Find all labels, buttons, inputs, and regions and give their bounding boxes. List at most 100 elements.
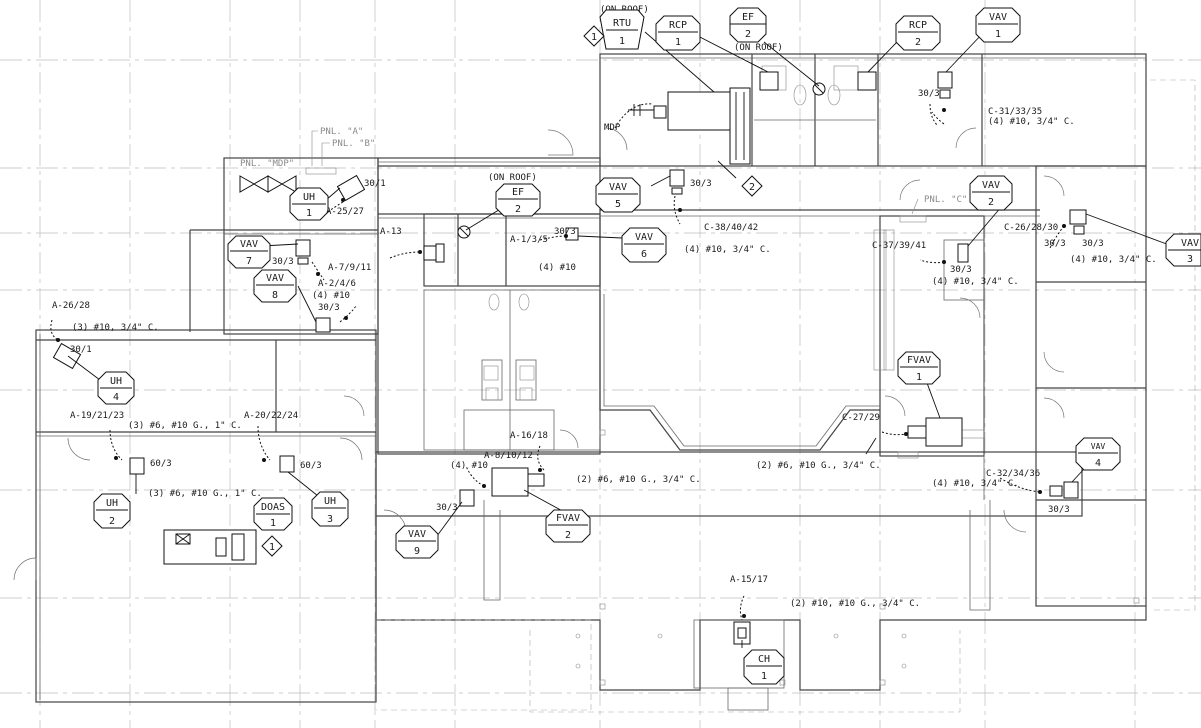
uh-1-type: UH bbox=[303, 192, 315, 203]
tag-ef-2-mid: (ON ROOF) EF 2 bbox=[488, 173, 541, 217]
vav-3-num: 3 bbox=[1187, 254, 1193, 265]
rcp-1-type: RCP bbox=[669, 20, 687, 31]
tag-vav-9: VAV 9 bbox=[395, 525, 439, 559]
column-markers bbox=[575, 429, 1140, 686]
vav-2-num: 2 bbox=[988, 197, 994, 208]
wire-fvav2: (2) #6, #10 G., 3/4" C. bbox=[576, 475, 701, 485]
rcp-2-type: RCP bbox=[909, 20, 927, 31]
rcp-2-num: 2 bbox=[915, 37, 921, 48]
rating-vav5: 30/3 bbox=[690, 179, 712, 189]
wire-c-38: (4) #10, 3/4" C. bbox=[684, 245, 771, 255]
tag-uh-2: UH 2 bbox=[93, 493, 131, 529]
tag-fvav-2: FVAV 2 bbox=[545, 509, 591, 543]
ef-2-top-note: (ON ROOF) bbox=[734, 43, 783, 53]
tag-vav-6: VAV 6 bbox=[621, 227, 667, 263]
fvav-1-type: FVAV bbox=[907, 355, 931, 366]
ch-1-num: 1 bbox=[761, 671, 767, 682]
rtu-unit bbox=[667, 91, 739, 131]
mdp-tag: MDP bbox=[604, 123, 621, 133]
circuit-a-1-3-5: A-1/3/5 bbox=[510, 235, 548, 245]
keynote-1-doas: 1 bbox=[261, 535, 283, 557]
keynote-2-num: 2 bbox=[749, 182, 755, 193]
circuit-labels: A-25/27 A-13 A-1/3/5 C-38/40/42 C-31/33/… bbox=[52, 107, 1058, 585]
wire-vav1: (4) #10, 3/4" C. bbox=[988, 117, 1075, 127]
circuit-a-13: A-13 bbox=[380, 227, 402, 237]
circuit-a-8-10-12: A-8/10/12 bbox=[484, 451, 533, 461]
circuit-c-37-39-41: C-37/39/41 bbox=[872, 241, 926, 251]
circuit-c-26-28-30: C-26/28/30 bbox=[1004, 223, 1058, 233]
vav-9-type: VAV bbox=[408, 529, 426, 540]
fvav-2-type: FVAV bbox=[556, 513, 580, 524]
wire-ch1: (2) #10, #10 G., 3/4" C. bbox=[790, 599, 920, 609]
door-swings bbox=[13, 127, 1065, 711]
wire-vav3: (4) #10, 3/4" C. bbox=[1070, 255, 1157, 265]
fvav-1-unit bbox=[925, 417, 963, 447]
panel-labels: PNL. "MDP" PNL. "A" PNL. "B" PNL. "C" MD… bbox=[240, 123, 967, 215]
ef-2-top-num: 2 bbox=[745, 29, 751, 40]
vav-4-type: VAV bbox=[1091, 442, 1106, 451]
tag-vav-4: VAV 4 bbox=[1075, 437, 1121, 471]
equipment bbox=[50, 71, 1087, 645]
ef-2-mid-type: EF bbox=[512, 187, 524, 198]
pnl-mdp-label: PNL. "MDP" bbox=[240, 159, 294, 169]
fvav-2-num: 2 bbox=[565, 530, 571, 541]
wire-uh4: (3) #10, 3/4" C. bbox=[72, 323, 159, 333]
circuit-a-19-21-23: A-19/21/23 bbox=[70, 411, 124, 421]
rating-uh4: 30/1 bbox=[70, 345, 92, 355]
vav-1-num: 1 bbox=[995, 29, 1001, 40]
wire-uh2: (3) #6, #10 G., 1" C. bbox=[128, 421, 242, 431]
keynote-1-top: 1 bbox=[583, 25, 605, 47]
ef-2-mid-note: (ON ROOF) bbox=[488, 173, 537, 183]
keynote-1-doas-num: 1 bbox=[269, 542, 275, 553]
rcp-1-unit bbox=[759, 71, 779, 91]
doas-1-num: 1 bbox=[270, 518, 276, 529]
rcp-1-num: 1 bbox=[675, 37, 681, 48]
tag-uh-1: UH 1 bbox=[289, 187, 329, 221]
rating-vav6: 30/3 bbox=[554, 227, 576, 237]
ef-2-top-type: EF bbox=[742, 12, 754, 23]
uh-1-num: 1 bbox=[306, 208, 312, 219]
vav-6-type: VAV bbox=[635, 232, 653, 243]
vav-5-num: 5 bbox=[615, 199, 621, 210]
rating-labels: 30/1 30/3 30/3 30/3 30/3 30/3 30/3 30/1 … bbox=[70, 89, 1104, 515]
tag-ef-2-top: EF 2 (ON ROOF) bbox=[729, 7, 783, 53]
circuit-c-32-34-36: C-32/34/36 bbox=[986, 469, 1040, 479]
wire-vav2: (4) #10, 3/4" C. bbox=[932, 277, 1019, 287]
tag-vav-5: VAV 5 bbox=[595, 177, 641, 213]
rating-vav3: 30/3 bbox=[1082, 239, 1104, 249]
building-walls bbox=[35, 53, 1196, 713]
vav-2-type: VAV bbox=[982, 180, 1000, 191]
vav-8-type: VAV bbox=[266, 273, 284, 284]
uh-4-num: 4 bbox=[113, 392, 119, 403]
tag-vav-8: VAV 8 bbox=[253, 269, 297, 303]
uh-2-type: UH bbox=[106, 498, 118, 509]
vav-5-type: VAV bbox=[609, 182, 627, 193]
wire-labels: (4) #10, 3/4" C. (4) #10 (4) #10, 3/4" C… bbox=[72, 117, 1157, 609]
keynote-2: 2 bbox=[741, 175, 763, 197]
rtu-1-num: 1 bbox=[619, 36, 625, 47]
fvav-1-num: 1 bbox=[916, 372, 922, 383]
rcp-2-unit bbox=[857, 71, 877, 91]
tag-vav-1: VAV 1 bbox=[975, 7, 1021, 43]
wire-uh3: (3) #6, #10 G., 1" C. bbox=[148, 489, 262, 499]
vav-1-type: VAV bbox=[989, 12, 1007, 23]
tag-fvav-1: FVAV 1 bbox=[897, 351, 941, 385]
tag-vav-3: VAV 3 bbox=[1165, 233, 1201, 267]
tag-ch-1: CH 1 bbox=[743, 649, 785, 685]
vav-7-type: VAV bbox=[240, 239, 258, 250]
rating-vav9: 30/3 bbox=[436, 503, 458, 513]
vav-4-num: 4 bbox=[1095, 458, 1101, 469]
rating-vav1: 30/3 bbox=[918, 89, 940, 99]
uh-4-type: UH bbox=[110, 376, 122, 387]
vav-3-type: VAV bbox=[1181, 238, 1199, 249]
rating-vav4: 30/3 bbox=[1048, 505, 1070, 515]
tag-rcp-1: RCP 1 bbox=[655, 15, 701, 51]
circuit-c-27-29: C-27/29 bbox=[842, 413, 880, 423]
wire-vav8: (4) #10 bbox=[312, 291, 350, 301]
circuit-a-25-27: A-25/27 bbox=[326, 207, 364, 217]
circuit-a-16-18: A-16/18 bbox=[510, 431, 548, 441]
wire-fvav1: (2) #6, #10 G., 3/4" C. bbox=[756, 461, 881, 471]
pnl-b-label: PNL. "B" bbox=[332, 139, 375, 149]
doas-1-type: DOAS bbox=[261, 502, 285, 513]
